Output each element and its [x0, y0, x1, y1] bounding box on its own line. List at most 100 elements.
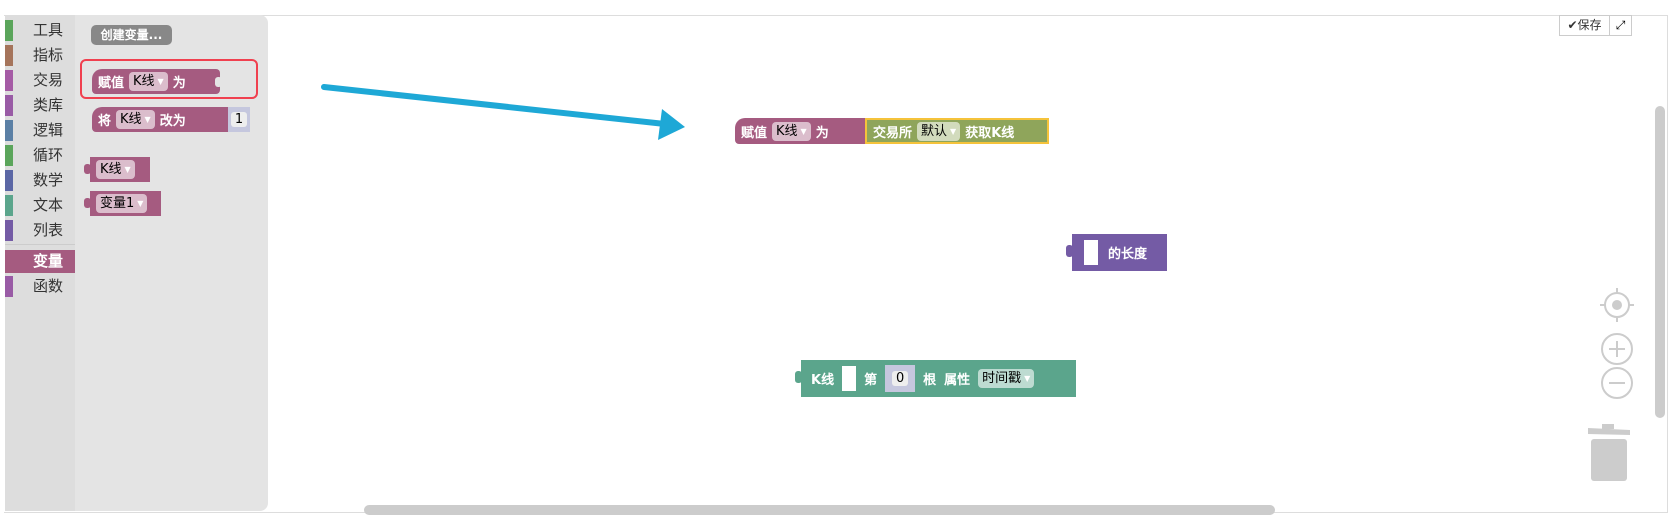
category-color-bar [5, 251, 13, 272]
toolbox-category[interactable]: 文本 [5, 194, 75, 217]
dropdown-value: K线 [100, 162, 122, 177]
kline-input-slot[interactable] [842, 366, 857, 391]
block-label: K线 [811, 373, 835, 388]
block-label: 第 [864, 373, 878, 388]
category-label: 文本 [33, 196, 64, 214]
check-icon: ✔ [1567, 18, 1578, 32]
number-value: 1 [230, 112, 248, 127]
number-value: 0 [891, 371, 909, 386]
variable-dropdown[interactable]: K线▼ [116, 110, 155, 129]
save-label: 保存 [1577, 18, 1602, 32]
list-length-block[interactable]: 的长度 [1072, 234, 1167, 271]
toolbox-category[interactable]: 循环 [5, 144, 75, 167]
output-tab [795, 371, 802, 383]
block-label: 将 [98, 114, 112, 129]
category-label: 列表 [33, 221, 64, 239]
variable-dropdown[interactable]: K线▼ [772, 121, 811, 141]
index-input[interactable]: 0 [885, 365, 916, 392]
block-label: 赋值 [741, 125, 768, 141]
fullscreen-button[interactable]: ⤢ [1609, 15, 1632, 36]
block-label: 根 [923, 373, 937, 388]
block-label: 为 [815, 125, 829, 141]
variable-dropdown[interactable]: 变量1▼ [96, 194, 148, 213]
dropdown-value: 变量1 [100, 196, 135, 211]
dropdown-value: K线 [133, 74, 155, 89]
category-label: 交易 [33, 71, 64, 89]
chevron-down-icon: ▼ [950, 126, 957, 136]
list-input-slot[interactable] [1084, 240, 1098, 265]
toolbox-separator [5, 244, 75, 245]
arrow-head [658, 109, 685, 140]
exchange-get-kline-block[interactable]: 交易所 默认▼ 获取K线 [865, 118, 1049, 144]
chevron-down-icon: ▼ [1024, 374, 1031, 383]
category-label: 函数 [33, 277, 64, 295]
chevron-down-icon: ▼ [137, 199, 144, 208]
chevron-down-icon: ▼ [800, 126, 807, 136]
create-variable-button[interactable]: 创建变量... [91, 25, 172, 45]
dropdown-value: K线 [776, 123, 798, 139]
output-tab [84, 198, 91, 208]
category-color-bar [5, 95, 13, 116]
category-label: 逻辑 [33, 121, 64, 139]
block-label: 赋值 [98, 76, 125, 91]
flyout-get-kline-block[interactable]: K线▼ [90, 157, 150, 182]
toolbox-category[interactable]: 类库 [5, 94, 75, 117]
category-color-bar [5, 220, 13, 241]
arrow-shaft [321, 84, 668, 127]
expand-icon: ⤢ [1615, 18, 1626, 32]
number-input[interactable]: 1 [228, 107, 250, 132]
toolbox-category[interactable]: 数学 [5, 169, 75, 192]
flyout-change-variable-block[interactable]: 将 K线▼ 改为 1 [92, 107, 250, 132]
block-label: 属性 [944, 373, 971, 388]
category-label: 类库 [33, 96, 64, 114]
dropdown-value: 时间戳 [982, 371, 1022, 386]
variable-dropdown[interactable]: K线▼ [96, 160, 135, 179]
category-label: 循环 [33, 146, 64, 164]
toolbox-category[interactable]: 交易 [5, 69, 75, 92]
category-color-bar [5, 120, 13, 141]
save-button[interactable]: ✔保存 [1559, 15, 1610, 36]
horizontal-scrollbar[interactable] [364, 505, 1275, 515]
dropdown-value: K线 [120, 112, 142, 127]
toolbox-category[interactable]: 工具 [5, 19, 75, 42]
set-variable-block[interactable]: 赋值 K线▼ 为 [735, 118, 867, 144]
trash-icon[interactable] [1586, 422, 1632, 482]
category-color-bar [5, 276, 13, 297]
flyout-get-var1-block[interactable]: 变量1▼ [90, 191, 161, 216]
category-color-bar [5, 20, 13, 41]
toolbox-category[interactable]: 函数 [5, 275, 75, 298]
input-notch [215, 77, 222, 87]
category-label: 工具 [33, 21, 64, 39]
output-tab [84, 164, 91, 174]
zoom-out-icon[interactable] [1600, 366, 1634, 400]
toolbox-category[interactable]: 指标 [5, 44, 75, 67]
workspace[interactable] [4, 15, 1668, 513]
category-color-bar [5, 45, 13, 66]
zoom-in-icon[interactable] [1600, 332, 1634, 366]
block-label: 的长度 [1108, 247, 1148, 262]
category-label: 变量 [33, 252, 64, 270]
recenter-icon[interactable] [1597, 285, 1639, 327]
category-label: 数学 [33, 171, 64, 189]
flyout-set-variable-block[interactable]: 赋值 K线▼ 为 [92, 69, 220, 94]
category-color-bar [5, 195, 13, 216]
block-label: 交易所 [873, 125, 913, 141]
category-color-bar [5, 70, 13, 91]
block-label: 获取K线 [965, 125, 1015, 141]
variable-dropdown[interactable]: K线▼ [129, 72, 168, 91]
vertical-scrollbar[interactable] [1655, 106, 1665, 418]
kline-attribute-block[interactable]: K线 第 0 根 属性 时间戳▼ [801, 360, 1076, 397]
toolbox-category[interactable]: 列表 [5, 219, 75, 242]
exchange-dropdown[interactable]: 默认▼ [917, 121, 961, 141]
attribute-dropdown[interactable]: 时间戳▼ [978, 369, 1035, 388]
output-tab [1066, 245, 1073, 257]
category-color-bar [5, 145, 13, 166]
toolbox-category[interactable]: 逻辑 [5, 119, 75, 142]
block-label: 改为 [159, 114, 186, 129]
chevron-down-icon: ▼ [144, 115, 151, 124]
category-label: 指标 [33, 46, 64, 64]
toolbox: 工具指标交易类库逻辑循环数学文本列表变量函数 [5, 15, 75, 511]
toolbox-category[interactable]: 变量 [5, 250, 75, 273]
category-color-bar [5, 170, 13, 191]
